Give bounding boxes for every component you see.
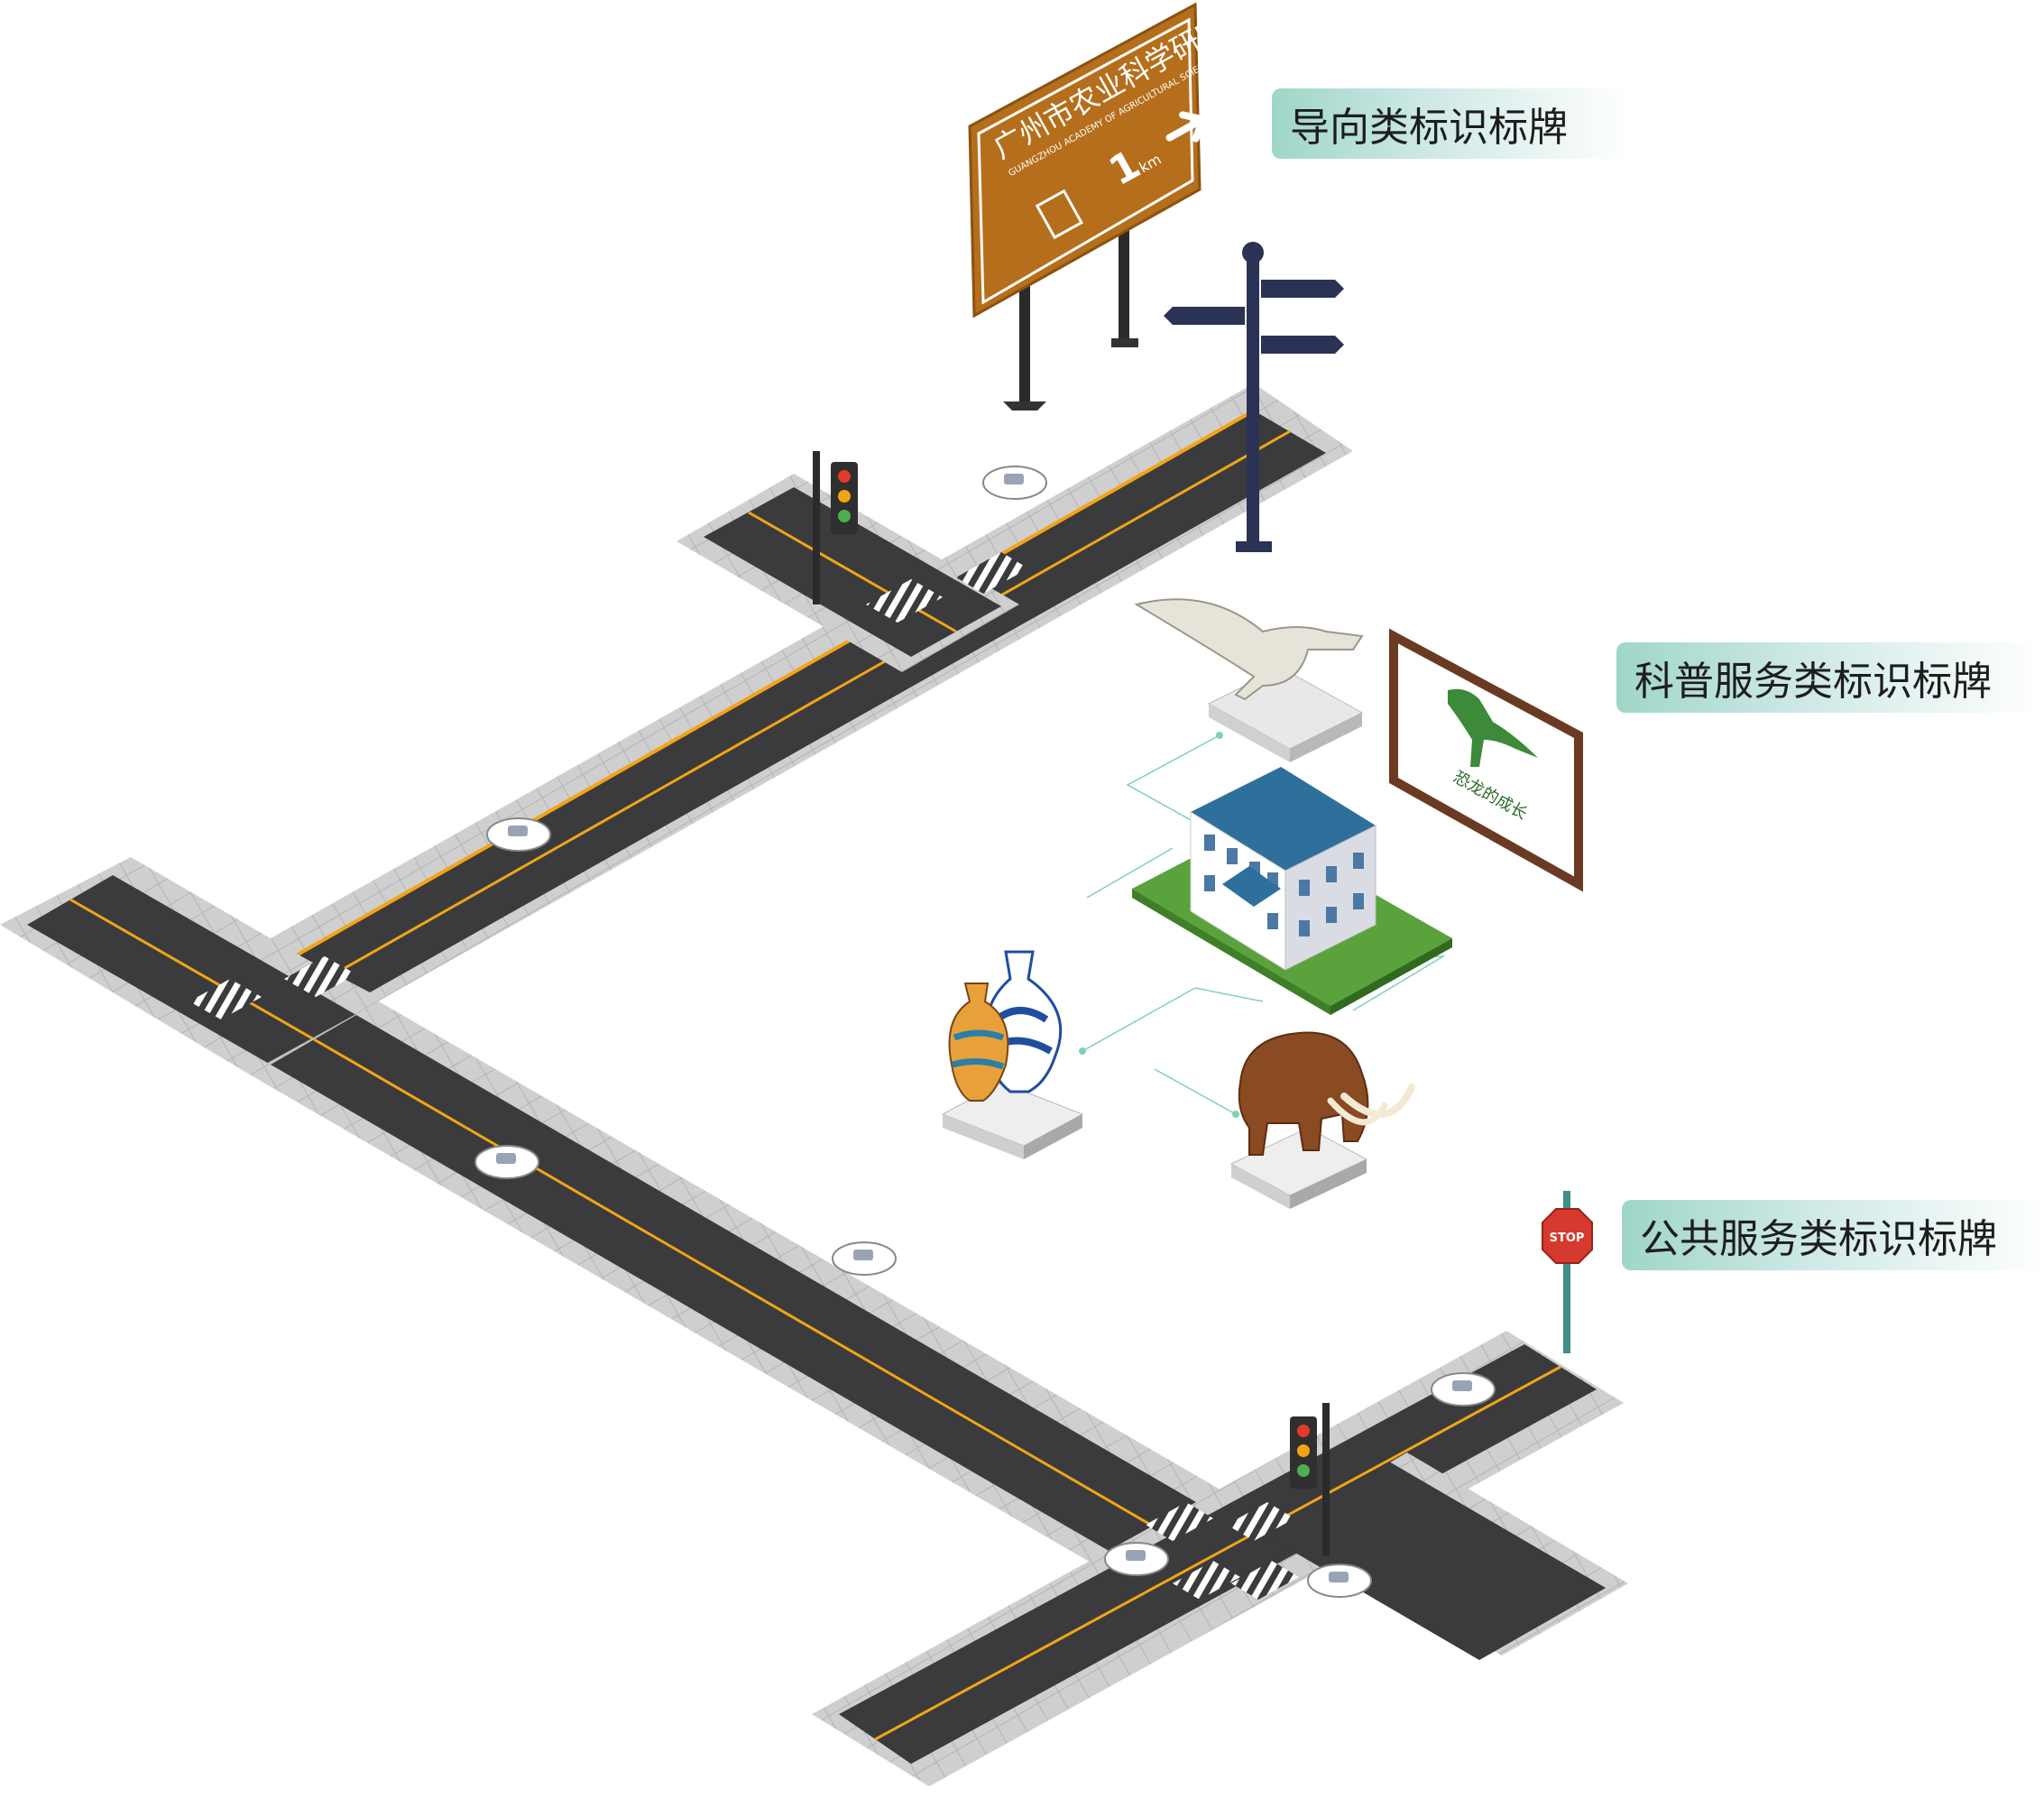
car-icon	[1104, 1542, 1169, 1576]
crosswalk-bottom-1	[1146, 1502, 1213, 1541]
road-bottom-se	[1263, 1462, 1606, 1660]
stop-sign-text: STOP	[1550, 1232, 1585, 1245]
car-icon	[486, 817, 551, 852]
porcelain-vases-exhibit	[941, 950, 1084, 1159]
crosswalk-left-2	[284, 956, 356, 997]
car-icon	[982, 466, 1047, 500]
arrow-right-icon	[1165, 111, 1208, 143]
road-bottom-cross-center	[874, 1365, 1561, 1741]
cars	[474, 466, 1496, 1598]
label-guide-signs: 导向类标识标牌	[1272, 88, 1628, 159]
road-left-center	[69, 898, 315, 1041]
dinosaur-skeleton-exhibit	[1134, 598, 1364, 762]
road-top-cross-center	[748, 511, 957, 633]
label-science-signs-text: 科普服务类标识标牌	[1634, 659, 1992, 705]
stop-sign-plate	[1542, 1208, 1593, 1264]
car-icon	[474, 1145, 539, 1179]
crosswalk-bottom-2	[1227, 1502, 1294, 1541]
museum-building	[1132, 767, 1452, 1015]
stop-sign: STOP	[1542, 1191, 1593, 1353]
label-public-signs: 公共服务类标识标牌	[1622, 1200, 2044, 1270]
connector-lines	[1079, 732, 1446, 1118]
dinosaur-icon	[1448, 688, 1538, 767]
road-long-center	[313, 1038, 1217, 1564]
fingerpost-sign	[1164, 242, 1344, 552]
crosswalk-left-1	[189, 979, 262, 1019]
car-icon	[832, 1241, 897, 1276]
traffic-light-icon	[813, 451, 858, 604]
billboard-panel	[968, 2, 1202, 318]
mammoth-exhibit	[1229, 1031, 1415, 1209]
label-public-signs-text: 公共服务类标识标牌	[1640, 1216, 1997, 1262]
label-guide-signs-text: 导向类标识标牌	[1290, 105, 1568, 151]
logo-icon	[1035, 189, 1083, 240]
car-icon	[1431, 1372, 1496, 1407]
road-upper-center-line	[333, 429, 1291, 976]
crosswalk-top-2	[956, 552, 1028, 594]
fingerpost-blade	[1261, 280, 1344, 298]
road-network	[0, 383, 1628, 1786]
dinosaur-info-board: 恐龙的成长	[1389, 628, 1583, 892]
traffic-light-icon	[1290, 1403, 1330, 1556]
label-science-signs: 科普服务类标识标牌	[1616, 642, 2040, 713]
crosswalk-top-1	[866, 579, 943, 623]
crosswalk-bottom-4	[1231, 1561, 1299, 1600]
road-upper-edge-line	[297, 409, 1255, 956]
crosswalk-bottom-3	[1173, 1561, 1240, 1600]
car-icon	[1307, 1564, 1372, 1598]
fingerpost-blade	[1261, 336, 1344, 354]
fingerpost-blade	[1164, 307, 1245, 325]
